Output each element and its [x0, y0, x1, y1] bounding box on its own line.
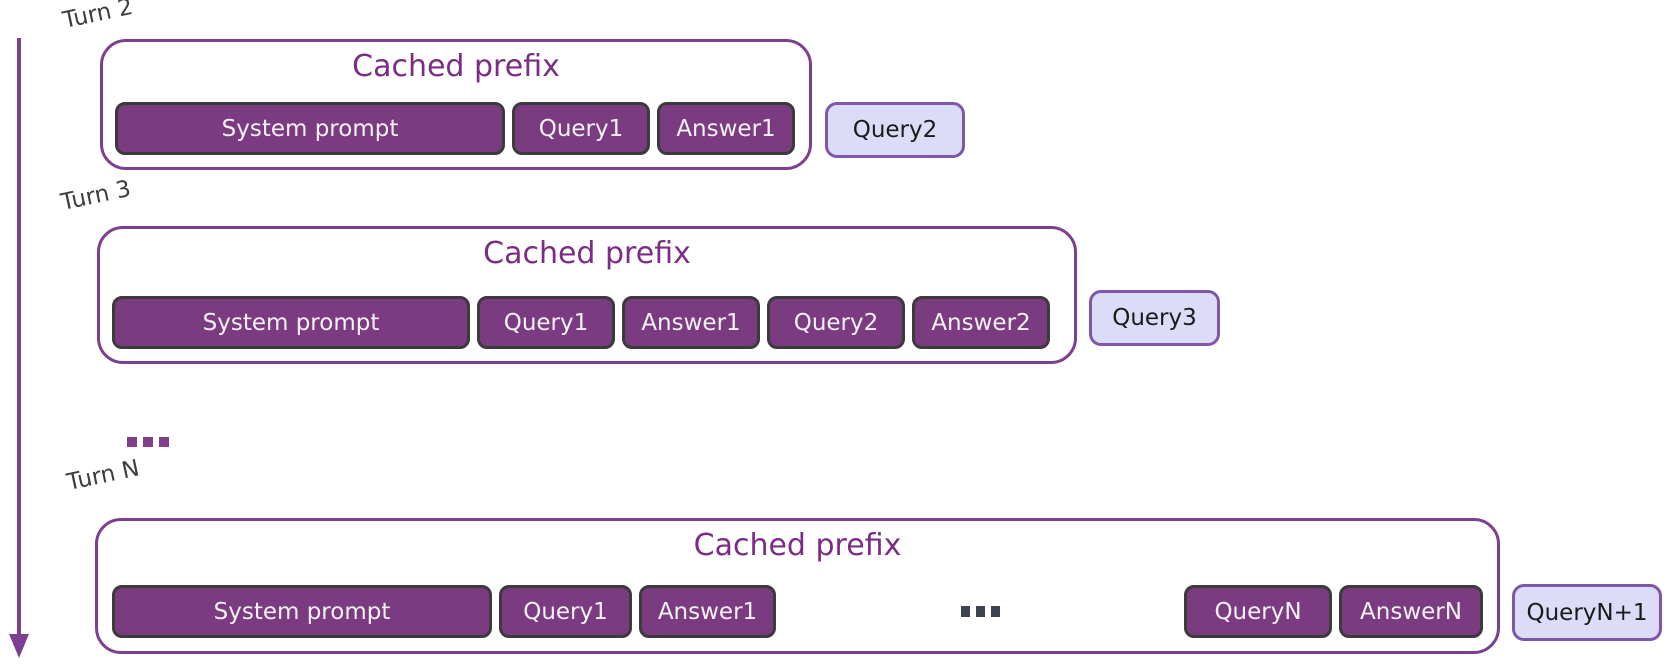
answern-block: AnswerN [1339, 585, 1483, 638]
answer1-block: Answer1 [639, 585, 776, 638]
turn-n-cached-blocks: System prompt Query1 Answer1 QueryN Answ… [98, 585, 1497, 651]
turn-2-cached-prefix-container: Cached prefix System prompt Query1 Answe… [100, 39, 812, 170]
cached-prefix-title: Cached prefix [352, 49, 560, 84]
turn-n-new-query-block: QueryN+1 [1512, 584, 1662, 641]
query1-block: Query1 [477, 296, 615, 349]
turn-2-cached-blocks: System prompt Query1 Answer1 [103, 102, 809, 167]
cached-prefix-title: Cached prefix [483, 236, 691, 271]
queryn-block: QueryN [1184, 585, 1332, 638]
turn-3-label: Turn 3 [58, 175, 134, 216]
query1-block: Query1 [499, 585, 632, 638]
query2-block: Query2 [767, 296, 905, 349]
turn-n-cached-prefix-container: Cached prefix System prompt Query1 Answe… [95, 518, 1500, 654]
system-prompt-block: System prompt [115, 102, 505, 155]
turn-3-new-query-block: Query3 [1089, 290, 1220, 346]
turn-3-cached-blocks: System prompt Query1 Answer1 Query2 Answ… [100, 296, 1074, 361]
system-prompt-block: System prompt [112, 585, 492, 638]
cached-blocks-ellipsis [960, 606, 1000, 617]
down-arrow-icon [9, 38, 29, 658]
cached-prefix-title: Cached prefix [693, 528, 902, 563]
between-turns-ellipsis [127, 437, 169, 447]
turn-2-label: Turn 2 [60, 0, 136, 35]
system-prompt-block: System prompt [112, 296, 470, 349]
answer1-block: Answer1 [622, 296, 760, 349]
turn-2-new-query-block: Query2 [825, 102, 965, 158]
query1-block: Query1 [512, 102, 650, 155]
answer1-block: Answer1 [657, 102, 795, 155]
turn-n-label: Turn N [64, 455, 142, 496]
answer2-block: Answer2 [912, 296, 1050, 349]
turn-3-cached-prefix-container: Cached prefix System prompt Query1 Answe… [97, 226, 1077, 364]
turn-n-ellipsis-spacer [783, 585, 1177, 638]
